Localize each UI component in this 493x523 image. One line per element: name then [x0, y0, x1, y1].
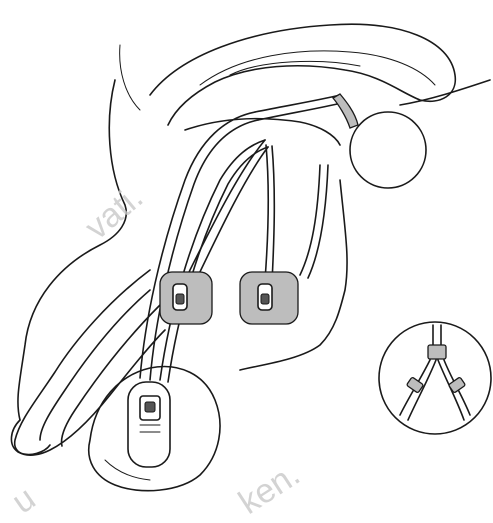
control-pump	[128, 382, 170, 467]
connector-inset	[379, 322, 491, 434]
cylinder-cuff-left	[160, 272, 212, 324]
cylinder-cuff-right	[240, 272, 298, 324]
anatomical-illustration: vati. u ken.	[0, 0, 493, 500]
illustration-svg	[0, 0, 493, 500]
tubing	[140, 95, 342, 382]
reservoir-balloon	[333, 94, 426, 188]
